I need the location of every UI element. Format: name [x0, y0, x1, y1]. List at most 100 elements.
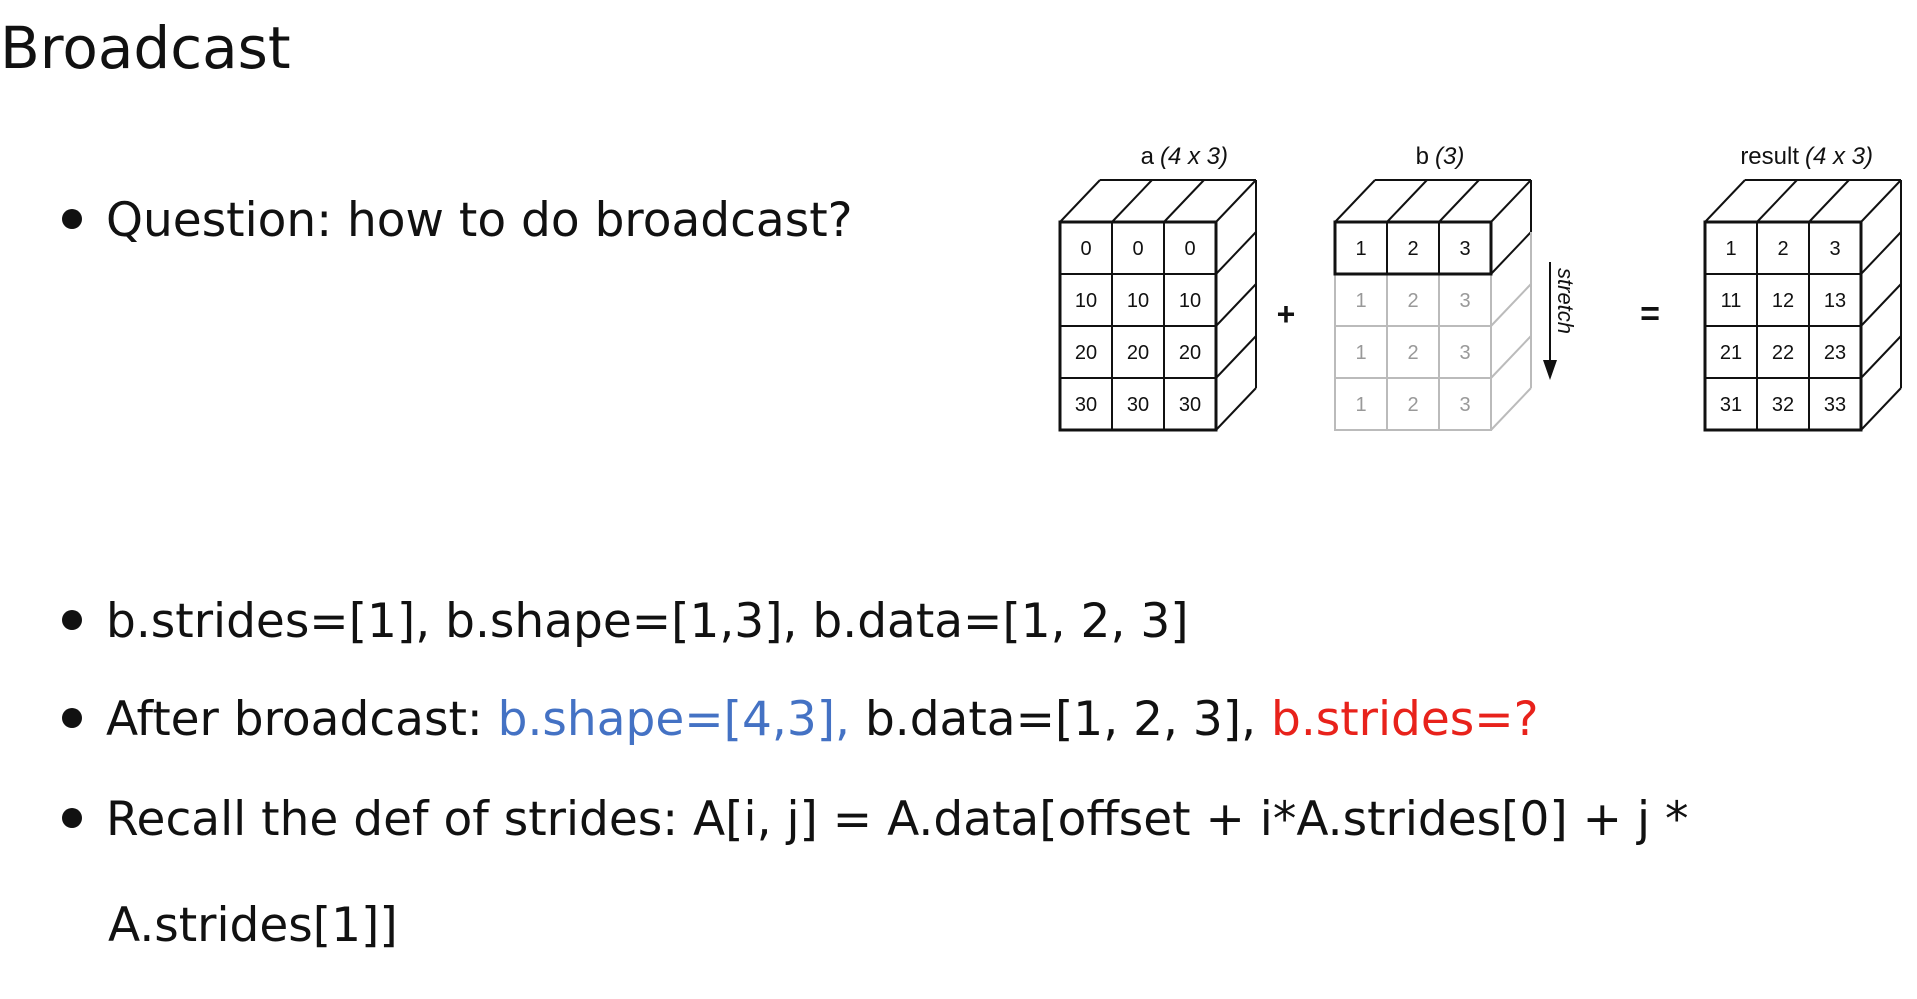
matrix-b-cell-value: 3 — [1459, 290, 1470, 312]
after-broadcast-label: After broadcast: — [106, 692, 498, 747]
matrix-b-side-diagonal — [1490, 335, 1532, 379]
matrix-result-cell — [1756, 325, 1810, 379]
bullet-strides-text: b.strides=[1], b.shape=[1,3], b.data=[1,… — [106, 594, 1189, 649]
matrix-a-frame — [1058, 220, 1218, 432]
bullet-dot — [62, 208, 82, 229]
matrix-a-cell — [1111, 377, 1165, 431]
matrix-result-cell — [1808, 273, 1862, 327]
matrix-result-cell-value: 1 — [1725, 238, 1736, 260]
matrix-a-cell-value: 10 — [1127, 290, 1149, 312]
matrix-a-top-edge — [1215, 179, 1257, 223]
plus-sign: + — [1277, 296, 1296, 332]
recall-line-1: Recall the def of strides: A[i, j] = A.d… — [106, 792, 1689, 847]
matrix-result-top-edge — [1860, 179, 1902, 223]
matrix-a-cell — [1163, 325, 1217, 379]
matrix-a-cell-value: 20 — [1179, 342, 1201, 364]
matrix-result-shape: (4 x 3) — [1805, 143, 1873, 170]
bullet-dot — [62, 609, 82, 630]
matrix-a-side-diagonal — [1215, 231, 1257, 275]
matrix-result-top-edge — [1808, 179, 1850, 223]
matrix-result-cell — [1704, 325, 1758, 379]
matrix-a-cell-value: 30 — [1075, 394, 1097, 416]
bullet-after-broadcast: After broadcast: b.shape=[4,3], b.data=[… — [62, 692, 1539, 747]
matrix-result-cell-value: 2 — [1777, 238, 1788, 260]
matrix-a-cell-value: 20 — [1127, 342, 1149, 364]
matrix-result-side-diagonal — [1860, 283, 1902, 327]
matrix-b-top-edge — [1334, 179, 1376, 223]
matrix-result-top-edge — [1704, 179, 1746, 223]
matrix-result-cell-value: 12 — [1772, 290, 1794, 312]
matrix-b-cell-value: 2 — [1407, 394, 1418, 416]
matrix-b-cell-value: 2 — [1407, 238, 1418, 260]
matrix-b-cell — [1386, 377, 1440, 431]
matrix-a-cell-value: 30 — [1179, 394, 1201, 416]
recall-line-2: A.strides[1]] — [108, 898, 398, 953]
strides-question-highlight: b.strides=? — [1270, 692, 1539, 747]
matrix-a-label: a — [1141, 143, 1155, 170]
matrix-a-cell-value: 10 — [1075, 290, 1097, 312]
matrix-b-cell-value: 1 — [1355, 342, 1366, 364]
matrix-result-cell-value: 11 — [1721, 290, 1742, 312]
matrix-a-side-diagonal — [1215, 283, 1257, 327]
matrix-result-cell-value: 33 — [1824, 394, 1846, 416]
bullet-strides: b.strides=[1], b.shape=[1,3], b.data=[1,… — [62, 594, 1189, 649]
matrix-result-cell-value: 3 — [1829, 238, 1840, 260]
matrix-a-cell-value: 0 — [1132, 238, 1143, 260]
matrix-b-cell-value: 1 — [1355, 394, 1366, 416]
matrix-b-cell-value: 1 — [1355, 290, 1366, 312]
matrix-a-cell — [1059, 325, 1113, 379]
matrix-a-top-edge — [1163, 179, 1205, 223]
matrix-result-cell-value: 13 — [1824, 290, 1846, 312]
new-shape-highlight: b.shape=[4,3], — [497, 692, 850, 747]
matrix-b-cell-value: 2 — [1407, 290, 1418, 312]
bullet-question-text: Question: how to do broadcast? — [106, 193, 853, 248]
matrix-a-shape: (4 x 3) — [1160, 143, 1228, 170]
matrix-a-side-diagonal — [1215, 335, 1257, 379]
matrix-a-cell-value: 0 — [1184, 238, 1195, 260]
matrix-b-side-diagonal — [1490, 283, 1532, 327]
matrix-b-top-edge — [1490, 179, 1532, 223]
matrix-b-top-edge — [1386, 179, 1428, 223]
matrix-result-cell-value: 21 — [1720, 342, 1742, 364]
matrix-b-cell — [1438, 221, 1492, 275]
matrix-b-cell-value: 3 — [1459, 342, 1470, 364]
matrix-result-cell-value: 31 — [1720, 394, 1742, 416]
matrix-b-top-edge — [1438, 179, 1480, 223]
matrix-result-cell-value: 22 — [1772, 342, 1794, 364]
matrix-a-cell-value: 30 — [1127, 394, 1149, 416]
matrix-b-frame — [1333, 220, 1493, 276]
equals-sign: = — [1640, 295, 1660, 333]
matrix-b-side-diagonal — [1490, 387, 1532, 431]
matrix-b-cell — [1334, 221, 1388, 275]
matrix-b-cell-value: 3 — [1459, 394, 1470, 416]
matrix-result-frame — [1703, 220, 1863, 432]
matrix-result-side-diagonal — [1860, 387, 1902, 431]
matrix-a-cell-value: 20 — [1075, 342, 1097, 364]
matrix-b-cell — [1438, 377, 1492, 431]
stretch-arrow-head — [1543, 360, 1557, 380]
matrix-a-side-diagonal — [1215, 387, 1257, 431]
bullet-dot — [62, 807, 82, 828]
matrix-a-cell-value: 0 — [1080, 238, 1091, 260]
matrix-result-side-diagonal — [1860, 231, 1902, 275]
matrix-a-cell-value: 10 — [1179, 290, 1201, 312]
matrix-result-side-diagonal — [1860, 335, 1902, 379]
matrix-b-shape: (3) — [1435, 143, 1464, 170]
matrix-b-cell — [1334, 377, 1388, 431]
matrix-result-top-edge — [1756, 179, 1798, 223]
bullet-dot — [62, 707, 82, 728]
matrix-a-cell — [1111, 273, 1165, 327]
matrix-b-cell-value: 3 — [1459, 238, 1470, 260]
stretch-label: stretch — [1553, 268, 1578, 334]
data-text: b.data=[1, 2, 3], — [850, 692, 1271, 747]
matrix-b-cell-value: 1 — [1355, 238, 1366, 260]
matrix-b-cell — [1334, 273, 1388, 327]
matrix-b-cell-value: 2 — [1407, 342, 1418, 364]
bullet-question: Question: how to do broadcast? — [62, 193, 853, 248]
bullet-recall: Recall the def of strides: A[i, j] = A.d… — [62, 792, 1689, 847]
slide-title: Broadcast — [0, 14, 291, 82]
matrix-result-cell-value: 23 — [1824, 342, 1846, 364]
matrix-a-top-edge — [1111, 179, 1153, 223]
